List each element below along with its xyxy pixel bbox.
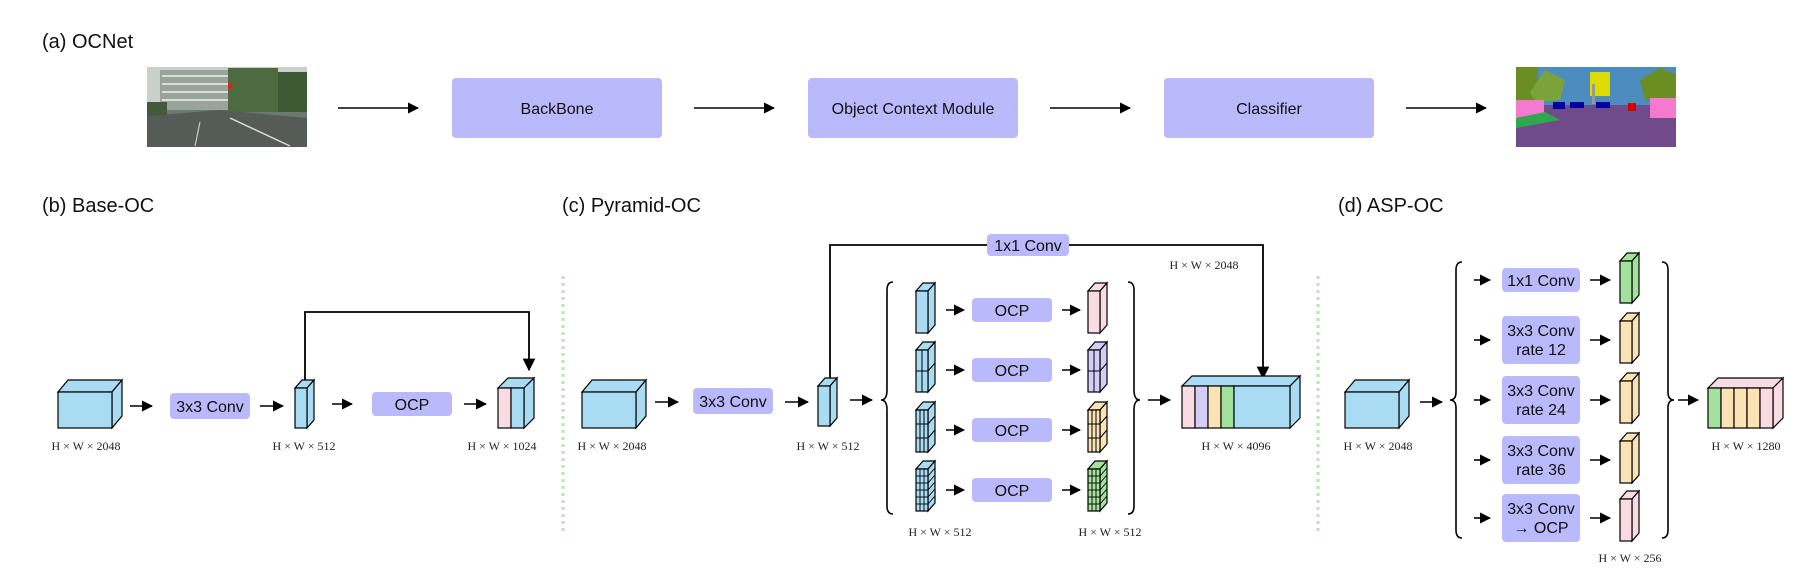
backbone-label: BackBone — [521, 101, 594, 118]
asp-left-brace — [1449, 261, 1463, 539]
pyr-ocp-box-3 — [972, 418, 1052, 442]
pyr-branch2-in — [914, 340, 937, 394]
title-pyramid-oc: (c) Pyramid-OC — [562, 195, 701, 217]
pyr-dim-out: H × W × 4096 — [1201, 439, 1270, 453]
pyr-ocp-box-2 — [972, 358, 1052, 382]
pyr-skip-conv-box — [987, 234, 1069, 256]
pyr-ocp-box-1 — [972, 298, 1052, 322]
asp-branch4-label-b: rate 36 — [1516, 462, 1566, 479]
pyr-ocp-label-1: OCP — [995, 303, 1030, 320]
pyr-branch1-in — [914, 281, 937, 335]
input-photo — [147, 67, 307, 147]
classifier-label: Classifier — [1236, 101, 1302, 118]
asp-branch5-box — [1502, 494, 1580, 542]
base-ocp-label: OCP — [395, 397, 430, 414]
asp-branch2-label-b: rate 12 — [1516, 342, 1566, 359]
ocm-label: Object Context Module — [832, 101, 995, 118]
asp-right-brace — [1661, 261, 1675, 539]
asp-branch1-label: 1x1 Conv — [1507, 273, 1575, 290]
title-base-oc: (b) Base-OC — [42, 195, 154, 217]
pyr-concat-tensor — [1180, 374, 1302, 430]
base-conv-label: 3x3 Conv — [176, 399, 244, 416]
asp-concat-tensor — [1706, 376, 1785, 430]
base-dim-out: H × W × 1024 — [467, 439, 536, 453]
pyr-branch4-in — [914, 459, 937, 513]
pyr-branch3-out — [1086, 400, 1109, 454]
pyr-left-brace — [880, 281, 894, 515]
pyr-branch1-out — [1086, 281, 1109, 335]
asp-branch5-label-b: → OCP — [1513, 520, 1568, 537]
base-conv-box — [170, 393, 250, 419]
pyr-dim-branch-in: H × W × 512 — [908, 525, 971, 539]
asp-branch5-out — [1618, 489, 1641, 543]
asp-branch3-box — [1502, 376, 1580, 424]
base-input-tensor — [56, 378, 124, 430]
pyr-dim-mid: H × W × 512 — [796, 439, 859, 453]
pyr-dim-skip: H × W × 2048 — [1169, 258, 1238, 272]
asp-input-tensor — [1343, 378, 1411, 430]
asp-branch2-out — [1618, 311, 1641, 365]
pyr-branch3-in — [914, 400, 937, 454]
asp-branch1-out — [1618, 251, 1641, 305]
asp-branch3-label-a: 3x3 Conv — [1507, 383, 1575, 400]
pyr-skip-conv-label: 1x1 Conv — [994, 238, 1062, 255]
base-concat-tensor — [496, 376, 536, 430]
pyr-ocp-label-2: OCP — [995, 363, 1030, 380]
pyr-dim-branch-out: H × W × 512 — [1078, 525, 1141, 539]
base-feature-tensor — [293, 378, 316, 430]
title-asp-oc: (d) ASP-OC — [1338, 195, 1444, 217]
asp-branch3-out — [1618, 371, 1641, 425]
base-ocp-box — [372, 392, 452, 416]
asp-branch4-box — [1502, 436, 1580, 484]
asp-dim-out: H × W × 1280 — [1711, 439, 1780, 453]
pyr-ocp-label-3: OCP — [995, 423, 1030, 440]
asp-branch5-label-a: 3x3 Conv — [1507, 501, 1575, 518]
asp-branch2-label-a: 3x3 Conv — [1507, 323, 1575, 340]
pyr-conv-box — [693, 388, 773, 414]
asp-dim-in: H × W × 2048 — [1343, 439, 1412, 453]
base-dim-in: H × W × 2048 — [51, 439, 120, 453]
base-skip-connection — [304, 311, 536, 380]
pyr-conv-label: 3x3 Conv — [699, 394, 767, 411]
pyr-dim-in: H × W × 2048 — [577, 439, 646, 453]
pyr-ocp-label-4: OCP — [995, 483, 1030, 500]
asp-branch2-box — [1502, 316, 1580, 364]
pyr-branch4-out — [1086, 459, 1109, 513]
classifier-box — [1164, 78, 1374, 138]
asp-dim-branch: H × W × 256 — [1598, 551, 1661, 565]
pyr-branch2-out — [1086, 340, 1109, 394]
pyr-ocp-box-4 — [972, 478, 1052, 502]
pyr-input-tensor — [580, 378, 648, 430]
asp-branch1-box — [1502, 268, 1580, 292]
pyr-feature-tensor — [816, 376, 839, 428]
asp-branch4-out — [1618, 431, 1641, 485]
backbone-box — [452, 78, 662, 138]
segmentation-output — [1516, 67, 1676, 147]
base-dim-mid: H × W × 512 — [272, 439, 335, 453]
ocm-box — [808, 78, 1018, 138]
title-ocnet: (a) OCNet — [42, 31, 134, 53]
pyr-right-brace — [1127, 281, 1141, 515]
asp-branch4-label-a: 3x3 Conv — [1507, 443, 1575, 460]
asp-branch3-label-b: rate 24 — [1516, 402, 1566, 419]
